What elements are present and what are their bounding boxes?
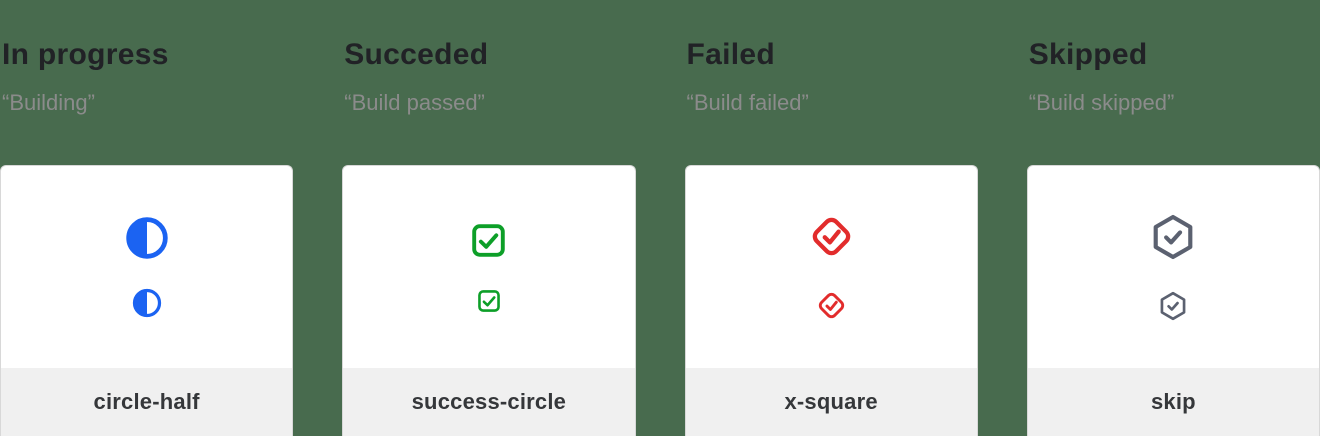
check-square-icon [476, 288, 502, 314]
icon-name-label: x-square [784, 389, 878, 414]
status-title: In progress [2, 38, 169, 71]
status-column-succeeded: Succeded “Build passed” succes [342, 0, 636, 436]
icon-preview [686, 166, 977, 368]
icon-card: circle-half [0, 165, 294, 436]
icon-name-label: skip [1150, 389, 1196, 414]
icon-name-footer: success-circle [343, 368, 635, 436]
icon-card: x-square [684, 165, 978, 436]
icon-name-footer: circle-half [1, 368, 293, 436]
icon-preview [343, 166, 634, 368]
status-message: “Build passed” [344, 90, 485, 115]
icon-name-label: success-circle [411, 389, 567, 414]
check-square-icon [469, 221, 508, 260]
status-title: Succeded [344, 38, 489, 71]
circle-half-icon [132, 288, 162, 318]
icon-card: skip [1026, 165, 1320, 436]
status-message: “Build failed” [686, 90, 809, 115]
icon-name-footer: skip [1027, 368, 1319, 436]
status-title: Failed [686, 38, 775, 71]
icon-preview [1, 166, 292, 368]
check-diamond-icon [807, 212, 856, 261]
status-column-skipped: Skipped “Build skipped” skip [1026, 0, 1320, 436]
status-column-in-progress: In progress “Building” circle- [0, 0, 294, 436]
check-hexagon-icon [1148, 212, 1198, 262]
icon-name-footer: x-square [685, 368, 977, 436]
check-hexagon-icon [1157, 290, 1189, 322]
status-column-failed: Failed “Build failed” x-square [684, 0, 978, 436]
check-diamond-icon [815, 289, 848, 322]
icon-preview [1028, 166, 1319, 368]
status-title: Skipped [1028, 38, 1148, 71]
status-message: “Building” [2, 90, 95, 115]
icon-name-label: circle-half [93, 389, 200, 414]
icon-card: success-circle [342, 165, 636, 436]
circle-half-icon [125, 216, 169, 260]
status-message: “Build skipped” [1028, 90, 1175, 115]
